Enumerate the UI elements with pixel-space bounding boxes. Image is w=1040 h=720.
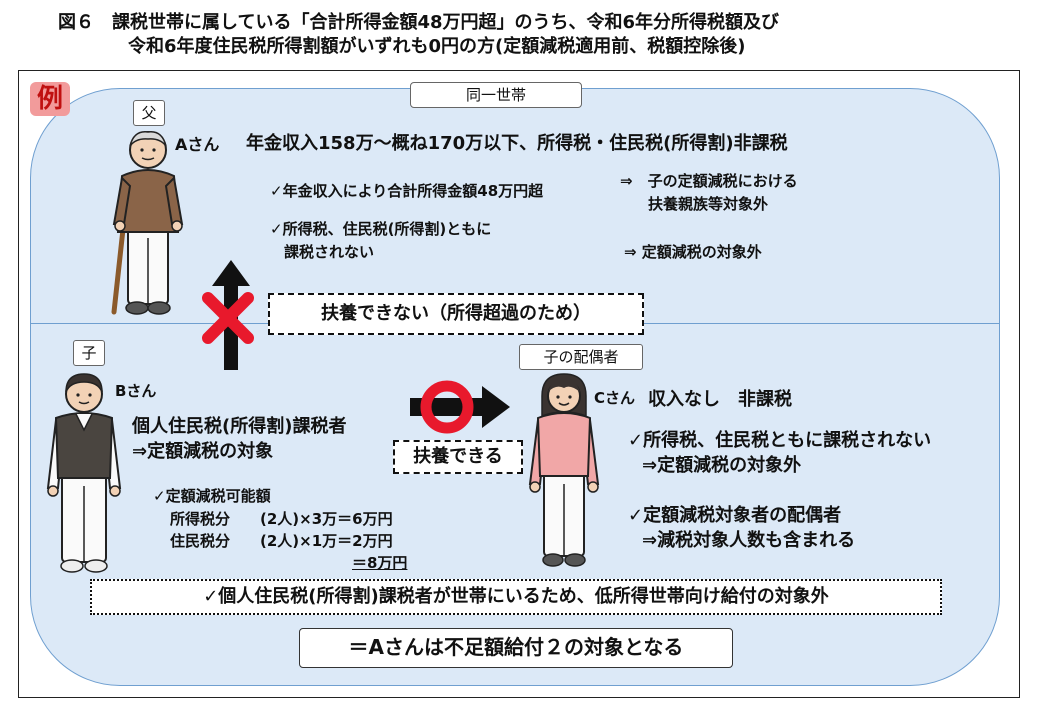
- child-role-label: 子: [73, 340, 105, 366]
- footer-note-box: ✓個人住民税(所得割)課税者が世帯にいるため、低所得世帯向け給付の対象外: [90, 579, 942, 615]
- figure-title-line1: 図６ 課税世帯に属している「合計所得金額48万円超」のうち、令和6年分所得税額及…: [58, 12, 780, 33]
- father-result2: ⇒ 定額減税の対象外: [624, 243, 762, 261]
- father-role-label: 父: [133, 100, 165, 126]
- father-result1-line1: ⇒ 子の定額減税における: [620, 172, 798, 190]
- figure-title-line2: 令和6年度住民税所得割額がいずれも0円の方(定額減税適用前、税額控除後): [128, 36, 746, 57]
- spouse-check1-line2: ⇒定額減税の対象外: [642, 455, 802, 476]
- child-name: Bさん: [115, 382, 157, 400]
- spouse-check2-line1: ✓定額減税対象者の配偶者: [628, 505, 842, 526]
- child-calc-title: ✓定額減税可能額: [153, 487, 271, 505]
- father-check-tax-line1: ✓所得税、住民税(所得割)ともに: [270, 220, 492, 238]
- spouse-check1-line1: ✓所得税、住民税ともに課税されない: [628, 430, 932, 451]
- spouse-role-label: 子の配偶者: [519, 344, 643, 370]
- spouse-check2-line2: ⇒減税対象人数も含まれる: [642, 530, 856, 551]
- calc-row-label: 所得税分: [170, 510, 231, 528]
- household-label: 同一世帯: [410, 82, 582, 108]
- child-line2: ⇒定額減税の対象: [132, 441, 274, 462]
- child-line1: 個人住民税(所得割)課税者: [132, 416, 347, 437]
- elderly-man-figure: [111, 131, 184, 315]
- calc-row-label: 住民税分: [170, 532, 231, 550]
- footer-note-text: ✓個人住民税(所得割)課税者が世帯にいるため、低所得世帯向け給付の対象外: [203, 586, 829, 607]
- cannot-support-box: 扶養できない（所得超過のため）: [268, 293, 644, 335]
- father-name: Aさん: [175, 135, 220, 154]
- calc-total: ＝8万円: [352, 554, 408, 572]
- can-support-text: 扶養できる: [413, 446, 503, 467]
- spouse-name: Cさん: [594, 389, 636, 407]
- calc-row-formula: (2人)×3万＝6万円: [260, 510, 393, 528]
- father-check-income: ✓年金収入により合計所得金額48万円超: [270, 182, 544, 200]
- conclusion-box: ＝Aさんは不足額給付２の対象となる: [299, 628, 733, 668]
- cannot-support-text: 扶養できない（所得超過のため）: [321, 303, 591, 324]
- circle-mark-icon: [420, 380, 474, 434]
- conclusion-text: ＝Aさんは不足額給付２の対象となる: [348, 635, 684, 659]
- middle-aged-man-figure: [46, 373, 122, 573]
- cross-mark-icon: [202, 292, 254, 344]
- father-summary: 年金収入158万～概ね170万以下、所得税・住民税(所得割)非課税: [246, 133, 788, 154]
- example-badge: 例: [30, 82, 70, 116]
- father-check-tax-line2: 課税されない: [284, 243, 375, 261]
- right-arrow-icon: [410, 386, 510, 428]
- woman-figure: [528, 373, 600, 567]
- spouse-status: 収入なし 非課税: [648, 389, 792, 410]
- father-result1-line2: 扶養親族等対象外: [648, 195, 769, 213]
- calc-row-formula: (2人)×1万＝2万円: [260, 532, 393, 550]
- can-support-box: 扶養できる: [393, 440, 523, 474]
